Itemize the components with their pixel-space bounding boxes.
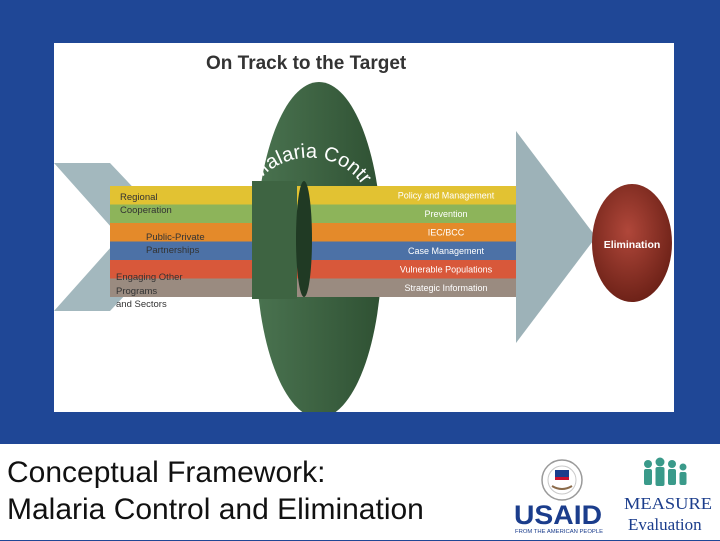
caption-line-1: Conceptual Framework: (7, 456, 326, 489)
band-label-2: IEC/BCC (428, 228, 465, 238)
band-0 (110, 186, 516, 205)
target-label: Elimination (604, 239, 661, 251)
band-label-3: Case Management (408, 246, 485, 256)
framework-diagram: On Track to the Target Policy and Manage… (54, 43, 672, 412)
left-label-partnerships-2: Partnerships (146, 245, 200, 256)
left-label-engaging: Engaging Other Programs and Sectors (116, 272, 185, 310)
left-label-engaging-2: Programs (116, 286, 157, 297)
band-1 (110, 204, 516, 223)
left-label-engaging-3: and Sectors (116, 299, 167, 310)
usaid-logo-svg: USAID FROM THE AMERICAN PEOPLE (514, 459, 603, 535)
footer (0, 444, 720, 540)
slide-caption: Conceptual Framework: Malaria Control an… (7, 454, 507, 528)
usaid-seal-stripe (555, 477, 569, 480)
band-2 (110, 223, 516, 242)
left-label-regional-2: Cooperation (120, 205, 172, 216)
diagram-panel: On Track to the Target Policy and Manage… (54, 43, 674, 412)
usaid-seal-hands (551, 485, 573, 490)
usaid-tagline: FROM THE AMERICAN PEOPLE (515, 529, 603, 535)
usaid-wordmark: USAID (514, 500, 602, 530)
usaid-logo: USAID FROM THE AMERICAN PEOPLE (514, 456, 610, 536)
left-label-regional: Regional Cooperation (120, 192, 172, 216)
caption-line-2: Malaria Control and Elimination (7, 493, 424, 526)
left-label-partnerships-1: Public-Private (146, 232, 205, 243)
diagram-title: On Track to the Target (206, 53, 407, 74)
disc-hole (296, 181, 312, 297)
measure-wordmark: MEASURE (624, 494, 712, 513)
left-label-regional-1: Regional (120, 192, 158, 203)
band-3 (110, 241, 516, 260)
disc-front-slab (252, 181, 297, 299)
elimination-target (592, 184, 672, 302)
arrow-head (516, 131, 596, 343)
left-label-engaging-1: Engaging Other (116, 272, 183, 283)
band-label-0: Policy and Management (398, 191, 495, 201)
usaid-seal-ring (547, 465, 577, 495)
left-label-partnerships: Public-Private Partnerships (146, 232, 207, 256)
people-icon (644, 457, 687, 486)
measure-logo-svg: MEASURE Evaluation (624, 457, 712, 534)
band-5 (110, 278, 516, 297)
band-label-1: Prevention (424, 209, 467, 219)
usaid-seal-flag (555, 470, 569, 477)
evaluation-wordmark: Evaluation (628, 515, 702, 534)
measure-evaluation-logo: MEASURE Evaluation (622, 456, 720, 536)
band-label-4: Vulnerable Populations (400, 265, 493, 275)
band-label-5: Strategic Information (404, 283, 487, 293)
band-4 (110, 260, 516, 279)
